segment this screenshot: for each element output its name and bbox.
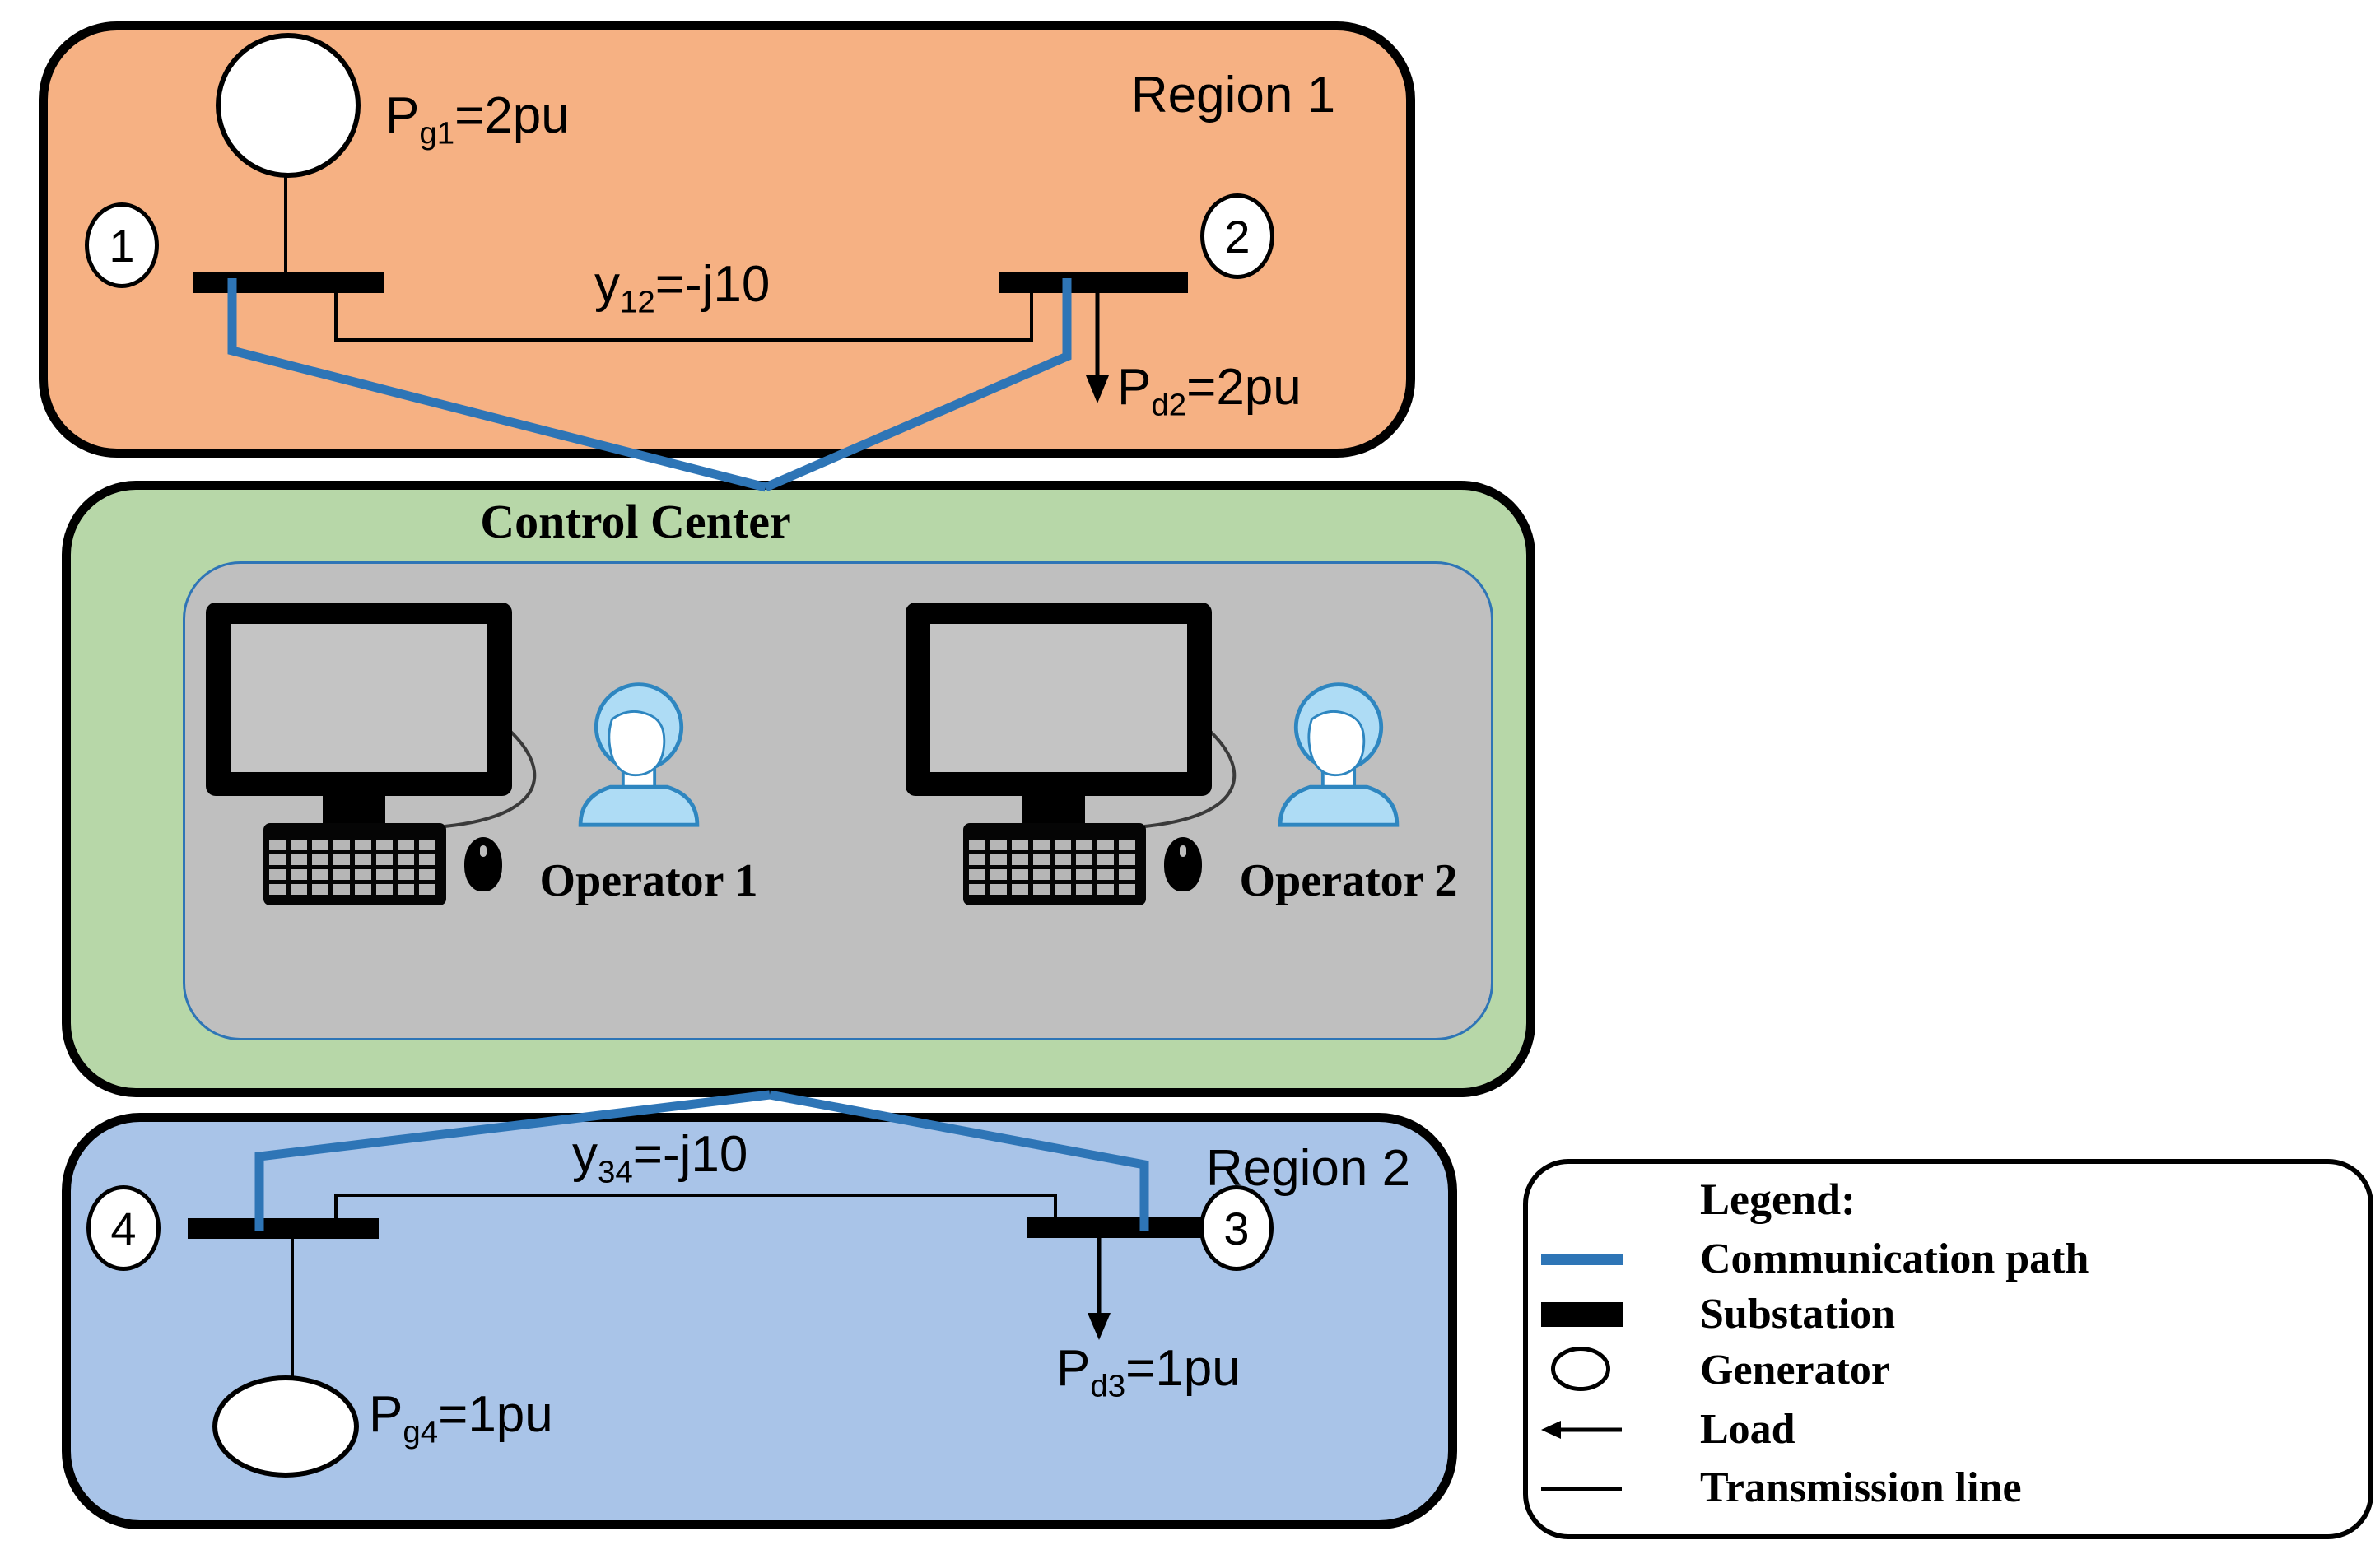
admittance-34-label: y34=-j10	[572, 1126, 748, 1190]
monitor-2-stand	[1022, 792, 1085, 825]
mouse-2-wheel	[1180, 845, 1186, 857]
keyboard-1-keys	[269, 840, 440, 898]
operator-1-icon	[578, 682, 700, 827]
monitor-2-screen	[930, 624, 1187, 772]
generator-4	[212, 1375, 359, 1478]
mouse-1-wheel	[480, 845, 487, 857]
legend-item-substation: Substation	[1700, 1291, 1895, 1338]
legend-transmission-line-icon	[1541, 1487, 1622, 1491]
keyboard-1-icon	[263, 823, 446, 905]
legend-box	[1523, 1159, 2373, 1539]
legend-item-communication-path: Communication path	[1700, 1236, 2089, 1282]
load3-power-label: Pd3=1pu	[1056, 1340, 1241, 1404]
control-center-title: Control Center	[480, 495, 791, 548]
keyboard-2-icon	[963, 823, 1146, 905]
load2-power-label: Pd2=2pu	[1117, 359, 1302, 423]
legend-item-load: Load	[1700, 1406, 1795, 1453]
admittance-12-label: y12=-j10	[594, 256, 771, 320]
operator-2-label: Operator 2	[1239, 855, 1458, 906]
legend-title: Legend:	[1700, 1175, 1856, 1224]
node-badge-2: 2	[1200, 193, 1274, 279]
operator-1-label: Operator 1	[539, 855, 758, 906]
node-badge-3: 3	[1199, 1185, 1274, 1271]
substation-bus-3	[1027, 1217, 1202, 1238]
node-badge-1: 1	[85, 202, 159, 288]
generator1-power-label: Pg1=2pu	[385, 87, 570, 151]
monitor-1-screen	[231, 624, 487, 772]
operator-2-icon	[1278, 682, 1400, 827]
keyboard-2-keys	[969, 840, 1140, 898]
region2-label: Region 2	[1205, 1140, 1411, 1197]
generator-1	[216, 33, 361, 178]
generator4-power-label: Pg4=1pu	[369, 1386, 553, 1450]
monitor-1-stand	[323, 792, 385, 825]
legend-substation-icon	[1541, 1302, 1623, 1327]
legend-item-generator: Generator	[1700, 1347, 1891, 1394]
node-badge-4: 4	[86, 1185, 161, 1271]
substation-bus-1	[193, 272, 384, 293]
substation-bus-2	[999, 272, 1188, 293]
region1-label: Region 1	[1130, 67, 1336, 123]
legend-load-icon	[1541, 1421, 1622, 1439]
legend-item-transmission-line: Transmission line	[1700, 1464, 2022, 1511]
legend-communication-path-icon	[1541, 1254, 1623, 1265]
legend-generator-icon	[1551, 1347, 1610, 1391]
substation-bus-4	[188, 1218, 379, 1239]
